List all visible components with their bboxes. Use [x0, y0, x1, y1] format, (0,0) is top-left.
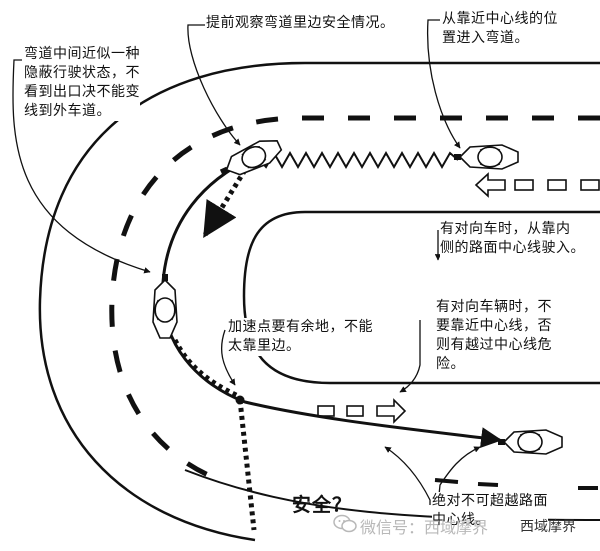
acceleration-point	[235, 395, 245, 405]
riding-line-exit	[237, 399, 257, 531]
note-accelerate: 加速点要有余地，不能 太靠里边。	[228, 318, 373, 356]
bottom-lane-dashes	[434, 478, 598, 490]
note-safe-question: 安全？	[292, 494, 353, 516]
watermark-brand: 西域摩界	[520, 519, 576, 535]
watermark-text: 微信号：西域摩界	[360, 518, 489, 537]
motorcycle-icon	[152, 274, 178, 339]
note-hidden-section: 弯道中间近似一种 隐蔽行驶状态，不 看到出口决不能变 线到外车道。	[24, 45, 140, 121]
note-entry-position: 从靠近中心线的位 置进入弯道。	[442, 10, 558, 48]
note-never-cross: 绝对不可超越路面 中心线。	[432, 492, 548, 530]
road-inner-edge	[242, 210, 600, 385]
wavy-approach-line	[259, 150, 459, 170]
leader-lines	[12, 19, 481, 506]
riding-line-outside	[172, 338, 240, 399]
arrow-icon	[474, 172, 506, 198]
wechat-logo-icon	[333, 514, 357, 533]
lower-centerline-dashes	[317, 405, 364, 417]
note-oncoming-centerline: 有对向车辆时，不 要靠近中心线，否 则有越过中心线危 险。	[436, 298, 552, 374]
note-oncoming-inside: 有对向车时，从靠内 侧的路面中心线驶入。	[440, 220, 585, 258]
outer-lane-dashes	[109, 115, 600, 481]
note-observe-inside: 提前观察弯道里边安全情况。	[206, 14, 395, 33]
motorcycle-icon	[219, 139, 283, 176]
riding-line-inside	[202, 168, 248, 238]
arrow-icon	[376, 398, 407, 424]
upper-centerline-dashes	[514, 179, 600, 191]
motorcycle-icon	[498, 429, 563, 455]
road-outer-edge	[38, 61, 600, 542]
motorcycle-icon	[454, 144, 519, 170]
